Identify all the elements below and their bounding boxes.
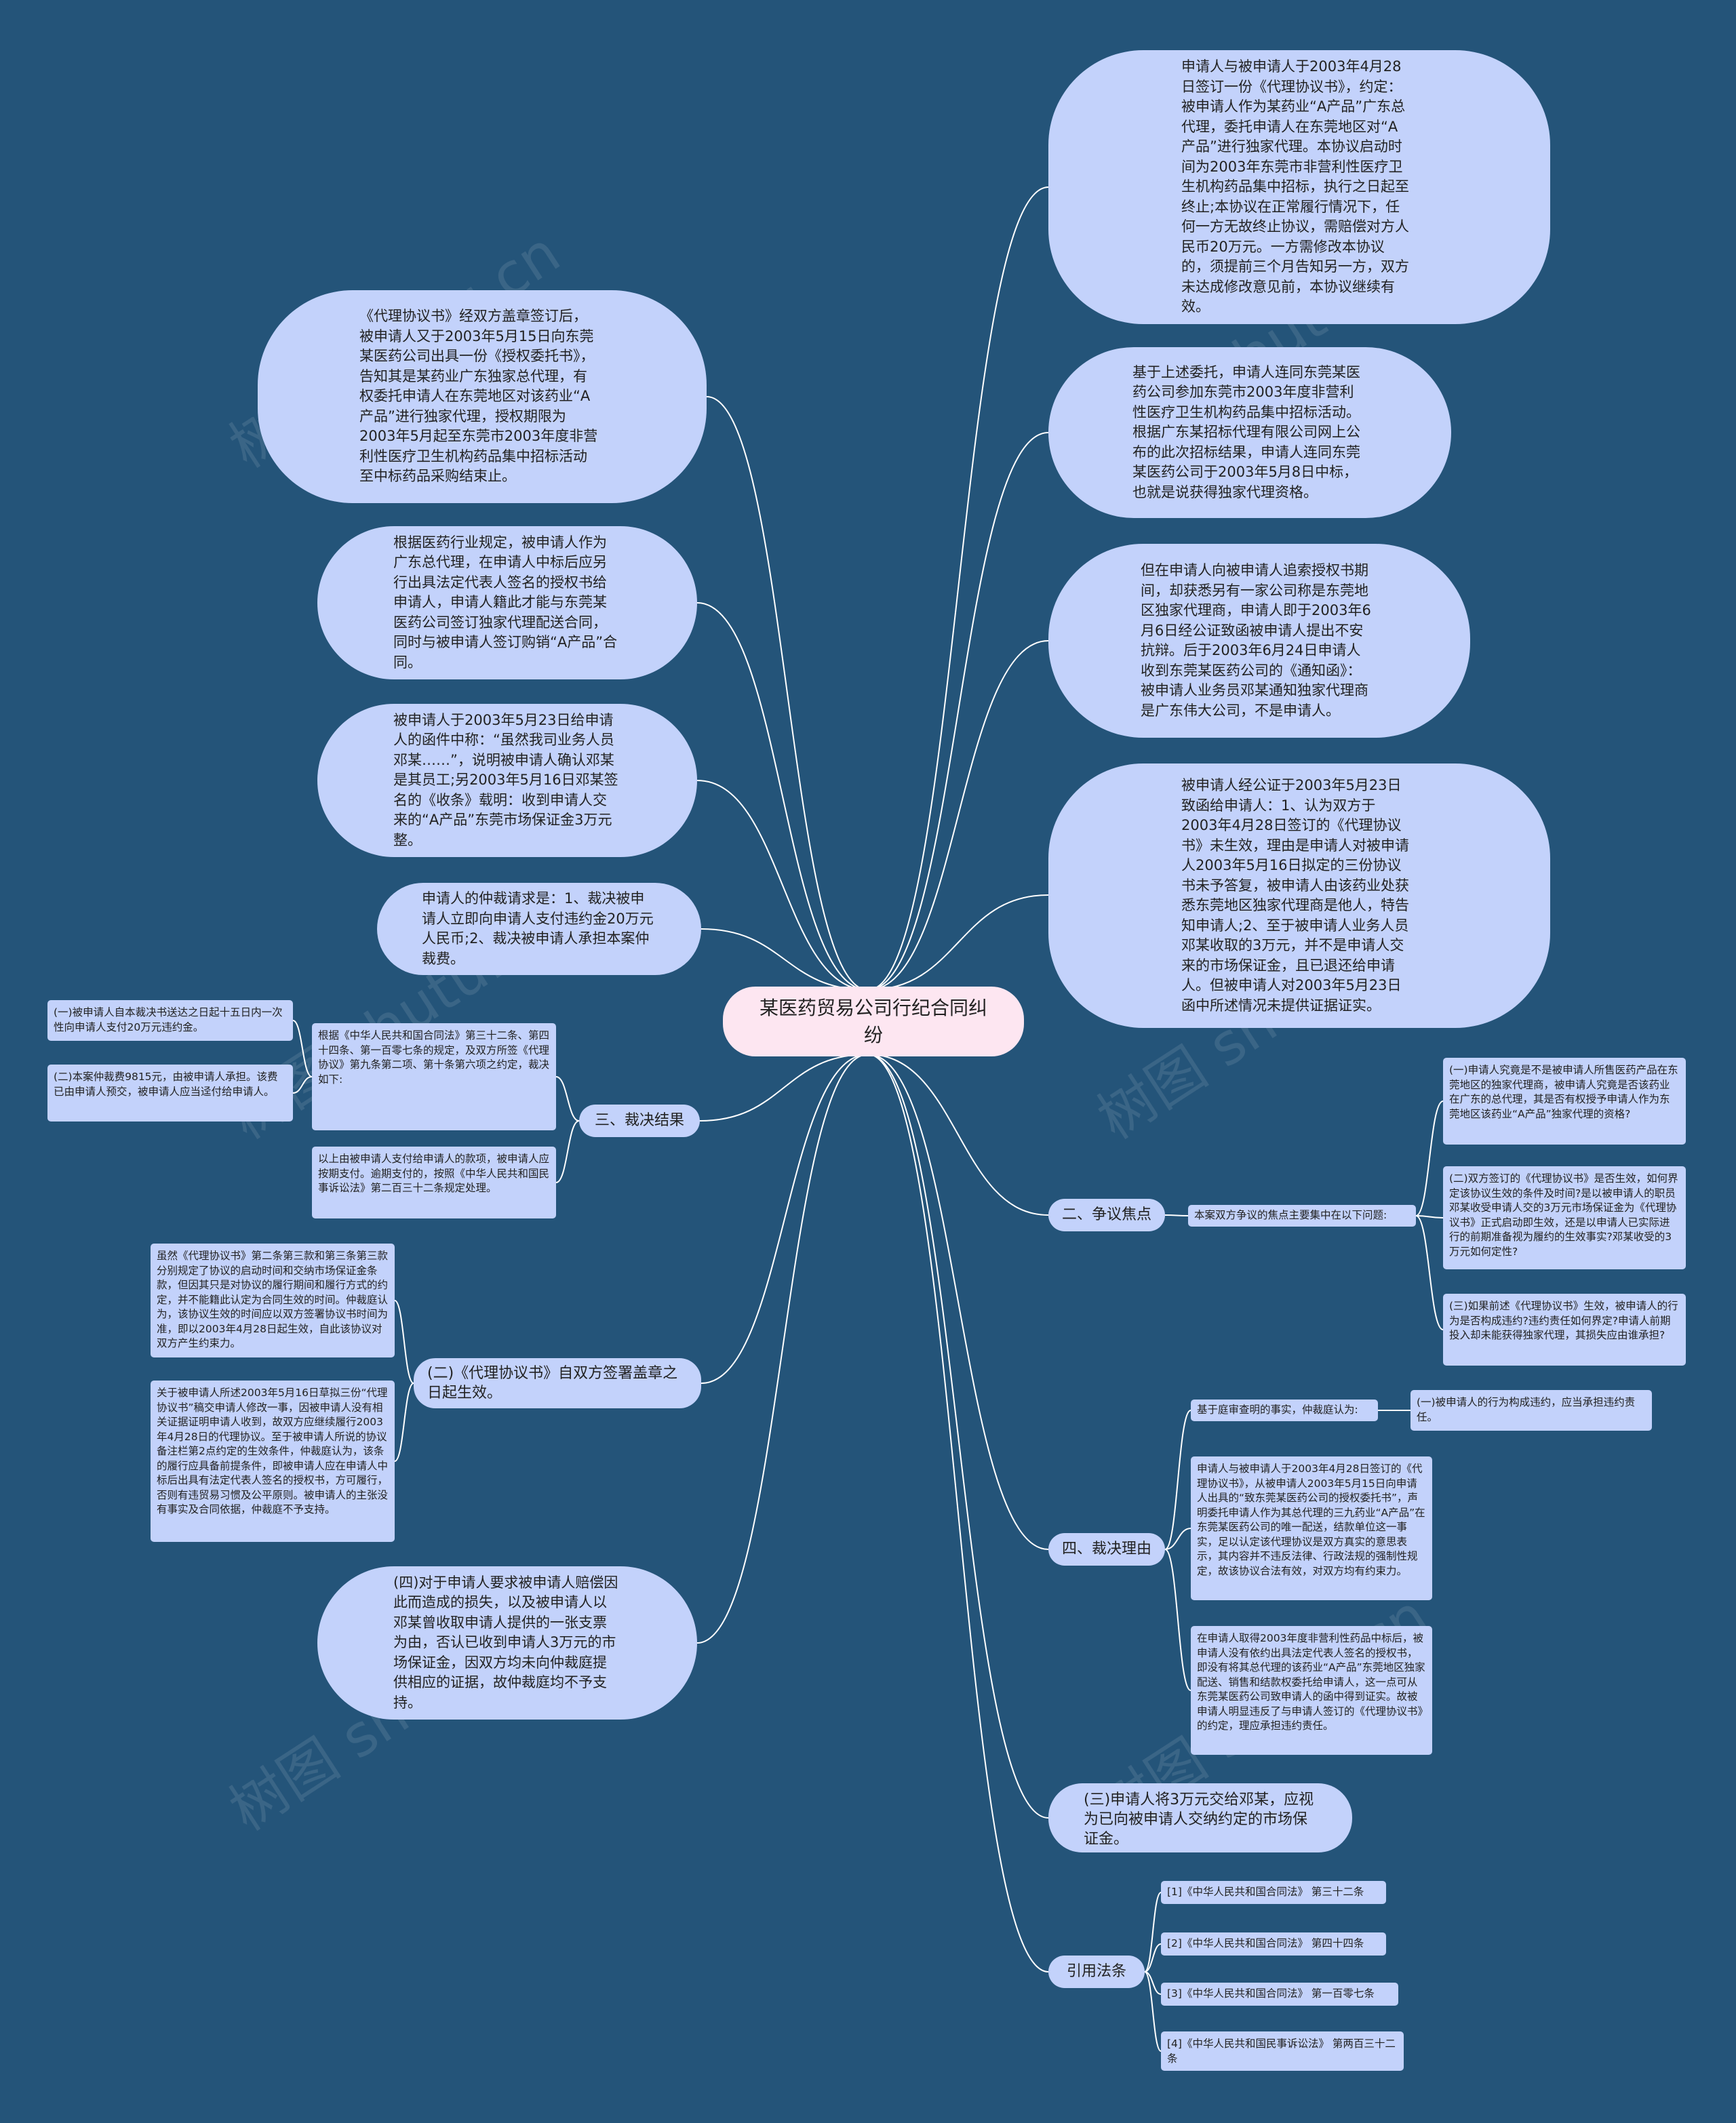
law-item[interactable]: [2]《中华人民共和国合同法》 第四十四条 [1161,1932,1386,1956]
claim-three-node[interactable]: (三)申请人将3万元交给邓某，应视为已向被申请人交纳约定的市场保证金。 [1048,1783,1352,1852]
fact-text: 根据医药行业规定，被申请人作为广东总代理，在申请人中标后应另行出具法定代表人签名… [393,534,618,671]
connector-line [701,1054,869,1384]
root-title: 某医药贸易公司行纪合同纠纷 [759,996,987,1046]
reasons-item-text: 申请人与被申请人于2003年4月28日签订的《代理协议书》，从被申请人2003年… [1197,1463,1425,1577]
connector-line [1415,1215,1444,1218]
note-text: 虽然《代理协议书》第二条第三款和第三条第三款分别规定了协议的启动时间和交纳市场保… [157,1250,389,1349]
connector-line [696,1054,869,1644]
fact-defense-oval[interactable]: 但在申请人向被申请人追索授权书期间，却获悉另有一家公司称是东莞地区独家代理商，申… [1048,544,1470,738]
reasons-item[interactable]: 申请人与被申请人于2003年4月28日签订的《代理协议书》，从被申请人2003年… [1191,1456,1432,1600]
connector-line [867,894,1049,991]
dispute-item-text: (二)双方签订的《代理协议书》是否生效，如何界定该协议生效的条件及时间?是以被申… [1449,1172,1678,1258]
dispute-item[interactable]: (三)如果前述《代理协议书》生效，被申请人的行为是否构成违约?违约责任如何界定?… [1443,1294,1686,1366]
connector-line [394,1300,414,1384]
law-item[interactable]: [1]《中华人民共和国合同法》 第三十二条 [1161,1881,1386,1904]
connector-line [1164,1528,1191,1550]
arbitration-claim-oval[interactable]: 申请人的仲裁请求是：1、裁决被申请人立即向申请人支付违约金20万元人民币;2、裁… [377,883,701,975]
dispute-intro-text: 本案双方争议的焦点主要集中在以下问题: [1194,1209,1387,1221]
claim-four-oval[interactable]: (四)对于申请人要求被申请人赔偿因此而造成的损失，以及被申请人以邓某曾收取申请人… [317,1566,697,1720]
ruling-note-text: 以上由被申请人支付给申请人的款项，被申请人应按期支付。逾期支付的，按照《中华人民… [318,1153,550,1194]
ruling-basis-text: 根据《中华人民共和国合同法》第三十二条、第四十四条、第一百零七条的规定，及双方所… [318,1029,550,1086]
connector-line [696,602,869,991]
note-text: 关于被申请人所述2003年5月16日草拟三份“代理协议书”稿交申请人修改一事，因… [157,1387,389,1515]
branch-ruling-reasons[interactable]: 四、裁决理由 [1048,1533,1165,1566]
branch-cited-laws[interactable]: 引用法条 [1048,1956,1145,1988]
branch-dispute-focus[interactable]: 二、争议焦点 [1048,1199,1165,1231]
ruling-item-fee[interactable]: (二)本案仲裁费9815元，由被申请人承担。该费已由申请人预交，被申请人应当迳付… [47,1065,293,1122]
branch-label: 二、争议焦点 [1061,1206,1151,1223]
law-item-text: [2]《中华人民共和国合同法》 第四十四条 [1167,1937,1364,1949]
fact-respondent-letter-oval[interactable]: 被申请人经公证于2003年5月23日致函给申请人：1、认为双方于2003年4月2… [1048,763,1550,1028]
connector-line [867,1054,1049,1550]
connector-line [292,1020,313,1077]
connector-line [706,396,869,991]
agreement-effect-note[interactable]: 虽然《代理协议书》第二条第三款和第三条第三款分别规定了协议的启动时间和交纳市场保… [151,1244,395,1357]
claim-text: (四)对于申请人要求被申请人赔偿因此而造成的损失，以及被申请人以邓某曾收取申请人… [393,1574,618,1711]
branch-label: 四、裁决理由 [1061,1541,1151,1557]
fact-authorization-oval[interactable]: 《代理协议书》经双方盖章签订后，被申请人又于2003年5月15日向东莞某医药公司… [258,290,707,503]
connector-line [867,1054,1049,1819]
dispute-item-text: (三)如果前述《代理协议书》生效，被申请人的行为是否构成违约?违约责任如何界定?… [1449,1300,1678,1341]
connector-line [292,1076,313,1094]
reasons-conclusion-text: (一)被申请人的行为构成违约，应当承担违约责任。 [1417,1396,1636,1423]
dispute-intro[interactable]: 本案双方争议的焦点主要集中在以下问题: [1188,1205,1416,1227]
branch-ruling-result[interactable]: 三、裁决结果 [579,1105,700,1137]
dispute-item[interactable]: (一)申请人究竟是不是被申请人所售医药产品在东莞地区的独家代理商，被申请人究竟是… [1443,1058,1686,1145]
ruling-item-text: (一)被申请人自本裁决书送达之日起十五日内一次性向申请人支付20万元违约金。 [54,1006,283,1033]
connector-line [867,186,1049,991]
connector-line [867,1054,1049,1972]
connector-line [867,640,1049,991]
reasons-item[interactable]: 在申请人取得2003年度非营利性药品中标后，被申请人没有依约出具法定代表人签名的… [1191,1626,1432,1755]
fact-text: 被申请人于2003年5月23日给申请人的函件中称：“虽然我司业务人员邓某……”，… [393,711,618,848]
connector-line [867,432,1049,991]
connector-line [555,1076,580,1122]
connector-line [1144,1943,1162,1972]
fact-agreement-oval[interactable]: 申请人与被申请人于2003年4月28日签订一份《代理协议书》，约定：被申请人作为… [1048,50,1550,324]
connector-line [394,1383,414,1462]
dispute-item[interactable]: (二)双方签订的《代理协议书》是否生效，如何界定该协议生效的条件及时间?是以被申… [1443,1166,1686,1269]
fact-receipt-oval[interactable]: 被申请人于2003年5月23日给申请人的函件中称：“虽然我司业务人员邓某……”，… [317,704,697,857]
ruling-item-text: (二)本案仲裁费9815元，由被申请人承担。该费已由申请人预交，被申请人应当迳付… [54,1071,278,1098]
connector-line [1144,1971,1162,2052]
reasons-intro-text: 基于庭审查明的事实，仲裁庭认为: [1197,1404,1358,1416]
branch-agreement-effect[interactable]: (二)《代理协议书》自双方签署盖章之日起生效。 [414,1358,701,1408]
ruling-basis[interactable]: 根据《中华人民共和国合同法》第三十二条、第四十四条、第一百零七条的规定，及双方所… [312,1023,556,1130]
connector-line [1164,1214,1189,1216]
fact-text: 但在申请人向被申请人追索授权书期间，却获悉另有一家公司称是东莞地区独家代理商，申… [1141,562,1371,719]
branch-label: 引用法条 [1066,1963,1126,1980]
fact-text: 申请人与被申请人于2003年4月28日签订一份《代理协议书》，约定：被申请人作为… [1181,58,1409,315]
connector-line [699,1054,869,1122]
ruling-item-payment[interactable]: (一)被申请人自本裁决书送达之日起十五日内一次性向申请人支付20万元违约金。 [47,1000,293,1041]
connector-line [867,1054,1049,1216]
dispute-item-text: (一)申请人究竟是不是被申请人所售医药产品在东莞地区的独家代理商，被申请人究竟是… [1449,1064,1678,1120]
fact-text: 被申请人经公证于2003年5月23日致函给申请人：1、认为双方于2003年4月2… [1181,777,1409,1014]
reasons-breach-conclusion[interactable]: (一)被申请人的行为构成违约，应当承担违约责任。 [1410,1390,1652,1431]
connector-line [696,780,869,991]
fact-industry-rule-oval[interactable]: 根据医药行业规定，被申请人作为广东总代理，在申请人中标后应另行出具法定代表人签名… [317,526,697,679]
agreement-effect-note[interactable]: 关于被申请人所述2003年5月16日草拟三份“代理协议书”稿交申请人修改一事，因… [151,1381,395,1542]
connector-line [701,928,869,991]
connector-line [1415,1100,1444,1216]
connector-line [1415,1215,1444,1330]
branch-label: 三、裁决结果 [594,1112,684,1129]
connector-line [1164,1410,1191,1550]
fact-text: 申请人的仲裁请求是：1、裁决被申请人立即向申请人支付违约金20万元人民币;2、裁… [422,890,654,967]
claim-text: (三)申请人将3万元交给邓某，应视为已向被申请人交纳约定的市场保证金。 [1084,1791,1314,1848]
law-item[interactable]: [3]《中华人民共和国合同法》 第一百零七条 [1161,1983,1398,2006]
reasons-item-text: 在申请人取得2003年度非营利性药品中标后，被申请人没有依约出具法定代表人签名的… [1197,1632,1425,1732]
law-item-text: [1]《中华人民共和国合同法》 第三十二条 [1167,1886,1364,1898]
law-item-text: [3]《中华人民共和国合同法》 第一百零七条 [1167,1987,1375,2000]
connector-line [1144,1892,1162,1972]
connector-line [555,1120,580,1183]
reasons-intro[interactable]: 基于庭审查明的事实，仲裁庭认为: [1191,1400,1378,1421]
root-topic[interactable]: 某医药贸易公司行纪合同纠纷 [723,987,1024,1056]
connector-line [1164,1549,1191,1691]
fact-text: 《代理协议书》经双方盖章签订后，被申请人又于2003年5月15日向东莞某医药公司… [359,308,598,485]
fact-tender-oval[interactable]: 基于上述委托，申请人连同东莞某医药公司参加东莞市2003年度非营利性医疗卫生机构… [1048,347,1451,518]
branch-label: (二)《代理协议书》自双方签署盖章之日起生效。 [427,1365,678,1402]
fact-text: 基于上述委托，申请人连同东莞某医药公司参加东莞市2003年度非营利性医疗卫生机构… [1132,363,1360,500]
ruling-payment-note[interactable]: 以上由被申请人支付给申请人的款项，被申请人应按期支付。逾期支付的，按照《中华人民… [312,1147,556,1218]
law-item[interactable]: [4]《中华人民共和国民事诉讼法》 第两百三十二条 [1161,2031,1404,2071]
law-item-text: [4]《中华人民共和国民事诉讼法》 第两百三十二条 [1167,2038,1396,2065]
